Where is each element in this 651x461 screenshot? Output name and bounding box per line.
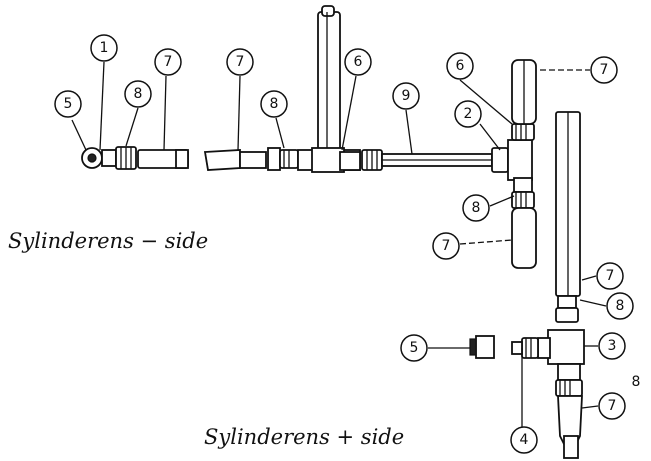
- svg-text:8: 8: [270, 96, 279, 112]
- left-end-fitting: [81, 147, 103, 169]
- callout-7-branch: 7: [432, 232, 460, 260]
- gauge-tee: [297, 5, 361, 173]
- svg-text:3: 3: [608, 338, 617, 354]
- svg-text:5: 5: [64, 96, 73, 112]
- callout-3: 3: [598, 332, 626, 360]
- svg-text:6: 6: [456, 58, 465, 74]
- svg-text:9: 9: [402, 88, 411, 104]
- upper-right-tee: [491, 59, 537, 181]
- svg-text:8: 8: [632, 374, 641, 390]
- plug-fitting: [469, 335, 495, 359]
- callout-4: 4: [510, 426, 538, 454]
- callout-5-left: 5: [54, 90, 82, 118]
- hose-piece-middle: [203, 149, 267, 171]
- downward-branch: [511, 177, 537, 269]
- callout-8-lower: 8: [632, 374, 641, 390]
- svg-text:7: 7: [600, 62, 609, 78]
- svg-text:8: 8: [472, 200, 481, 216]
- callout-7-top-right: 7: [590, 56, 618, 84]
- svg-text:1: 1: [100, 40, 109, 56]
- svg-text:4: 4: [520, 432, 529, 448]
- svg-text:5: 5: [410, 340, 419, 356]
- callout-7-left: 7: [154, 48, 182, 76]
- callout-9: 9: [392, 82, 420, 110]
- lower-nipple: [555, 363, 583, 397]
- callout-5-lower: 5: [400, 334, 428, 362]
- svg-text:7: 7: [236, 54, 245, 70]
- svg-text:7: 7: [164, 54, 173, 70]
- callout-8-vertical: 8: [606, 292, 634, 320]
- svg-text:6: 6: [354, 54, 363, 70]
- callout-1: 1: [90, 34, 118, 62]
- svg-text:8: 8: [134, 86, 143, 102]
- lower-tee: [511, 329, 585, 365]
- left-nipple: [101, 146, 137, 170]
- left-hose-piece: [137, 149, 189, 169]
- callout-7-middle: 7: [226, 48, 254, 76]
- svg-text:2: 2: [464, 106, 473, 122]
- label-minus-side: Sylinderens − side: [8, 229, 208, 253]
- middle-coupling: [267, 147, 299, 171]
- label-plus-side: Sylinderens + side: [204, 425, 404, 449]
- callout-8-branch: 8: [462, 194, 490, 222]
- lower-fitting-top: [555, 295, 579, 323]
- callout-8-middle: 8: [260, 90, 288, 118]
- vertical-hose: [555, 111, 581, 297]
- callout-2: 2: [454, 100, 482, 128]
- callout-6-right: 6: [446, 52, 474, 80]
- lower-hose-end: [557, 395, 583, 459]
- callout-6-middle: 6: [344, 48, 372, 76]
- callout-7-vertical: 7: [596, 262, 624, 290]
- long-hose: [381, 153, 493, 167]
- svg-text:7: 7: [442, 238, 451, 254]
- callout-7-lower: 7: [598, 392, 626, 420]
- leader-lines: [71, 61, 607, 409]
- callout-8-left: 8: [124, 80, 152, 108]
- svg-text:7: 7: [608, 398, 617, 414]
- right-coupling: [361, 149, 383, 171]
- svg-text:7: 7: [606, 268, 615, 284]
- svg-text:8: 8: [616, 298, 625, 314]
